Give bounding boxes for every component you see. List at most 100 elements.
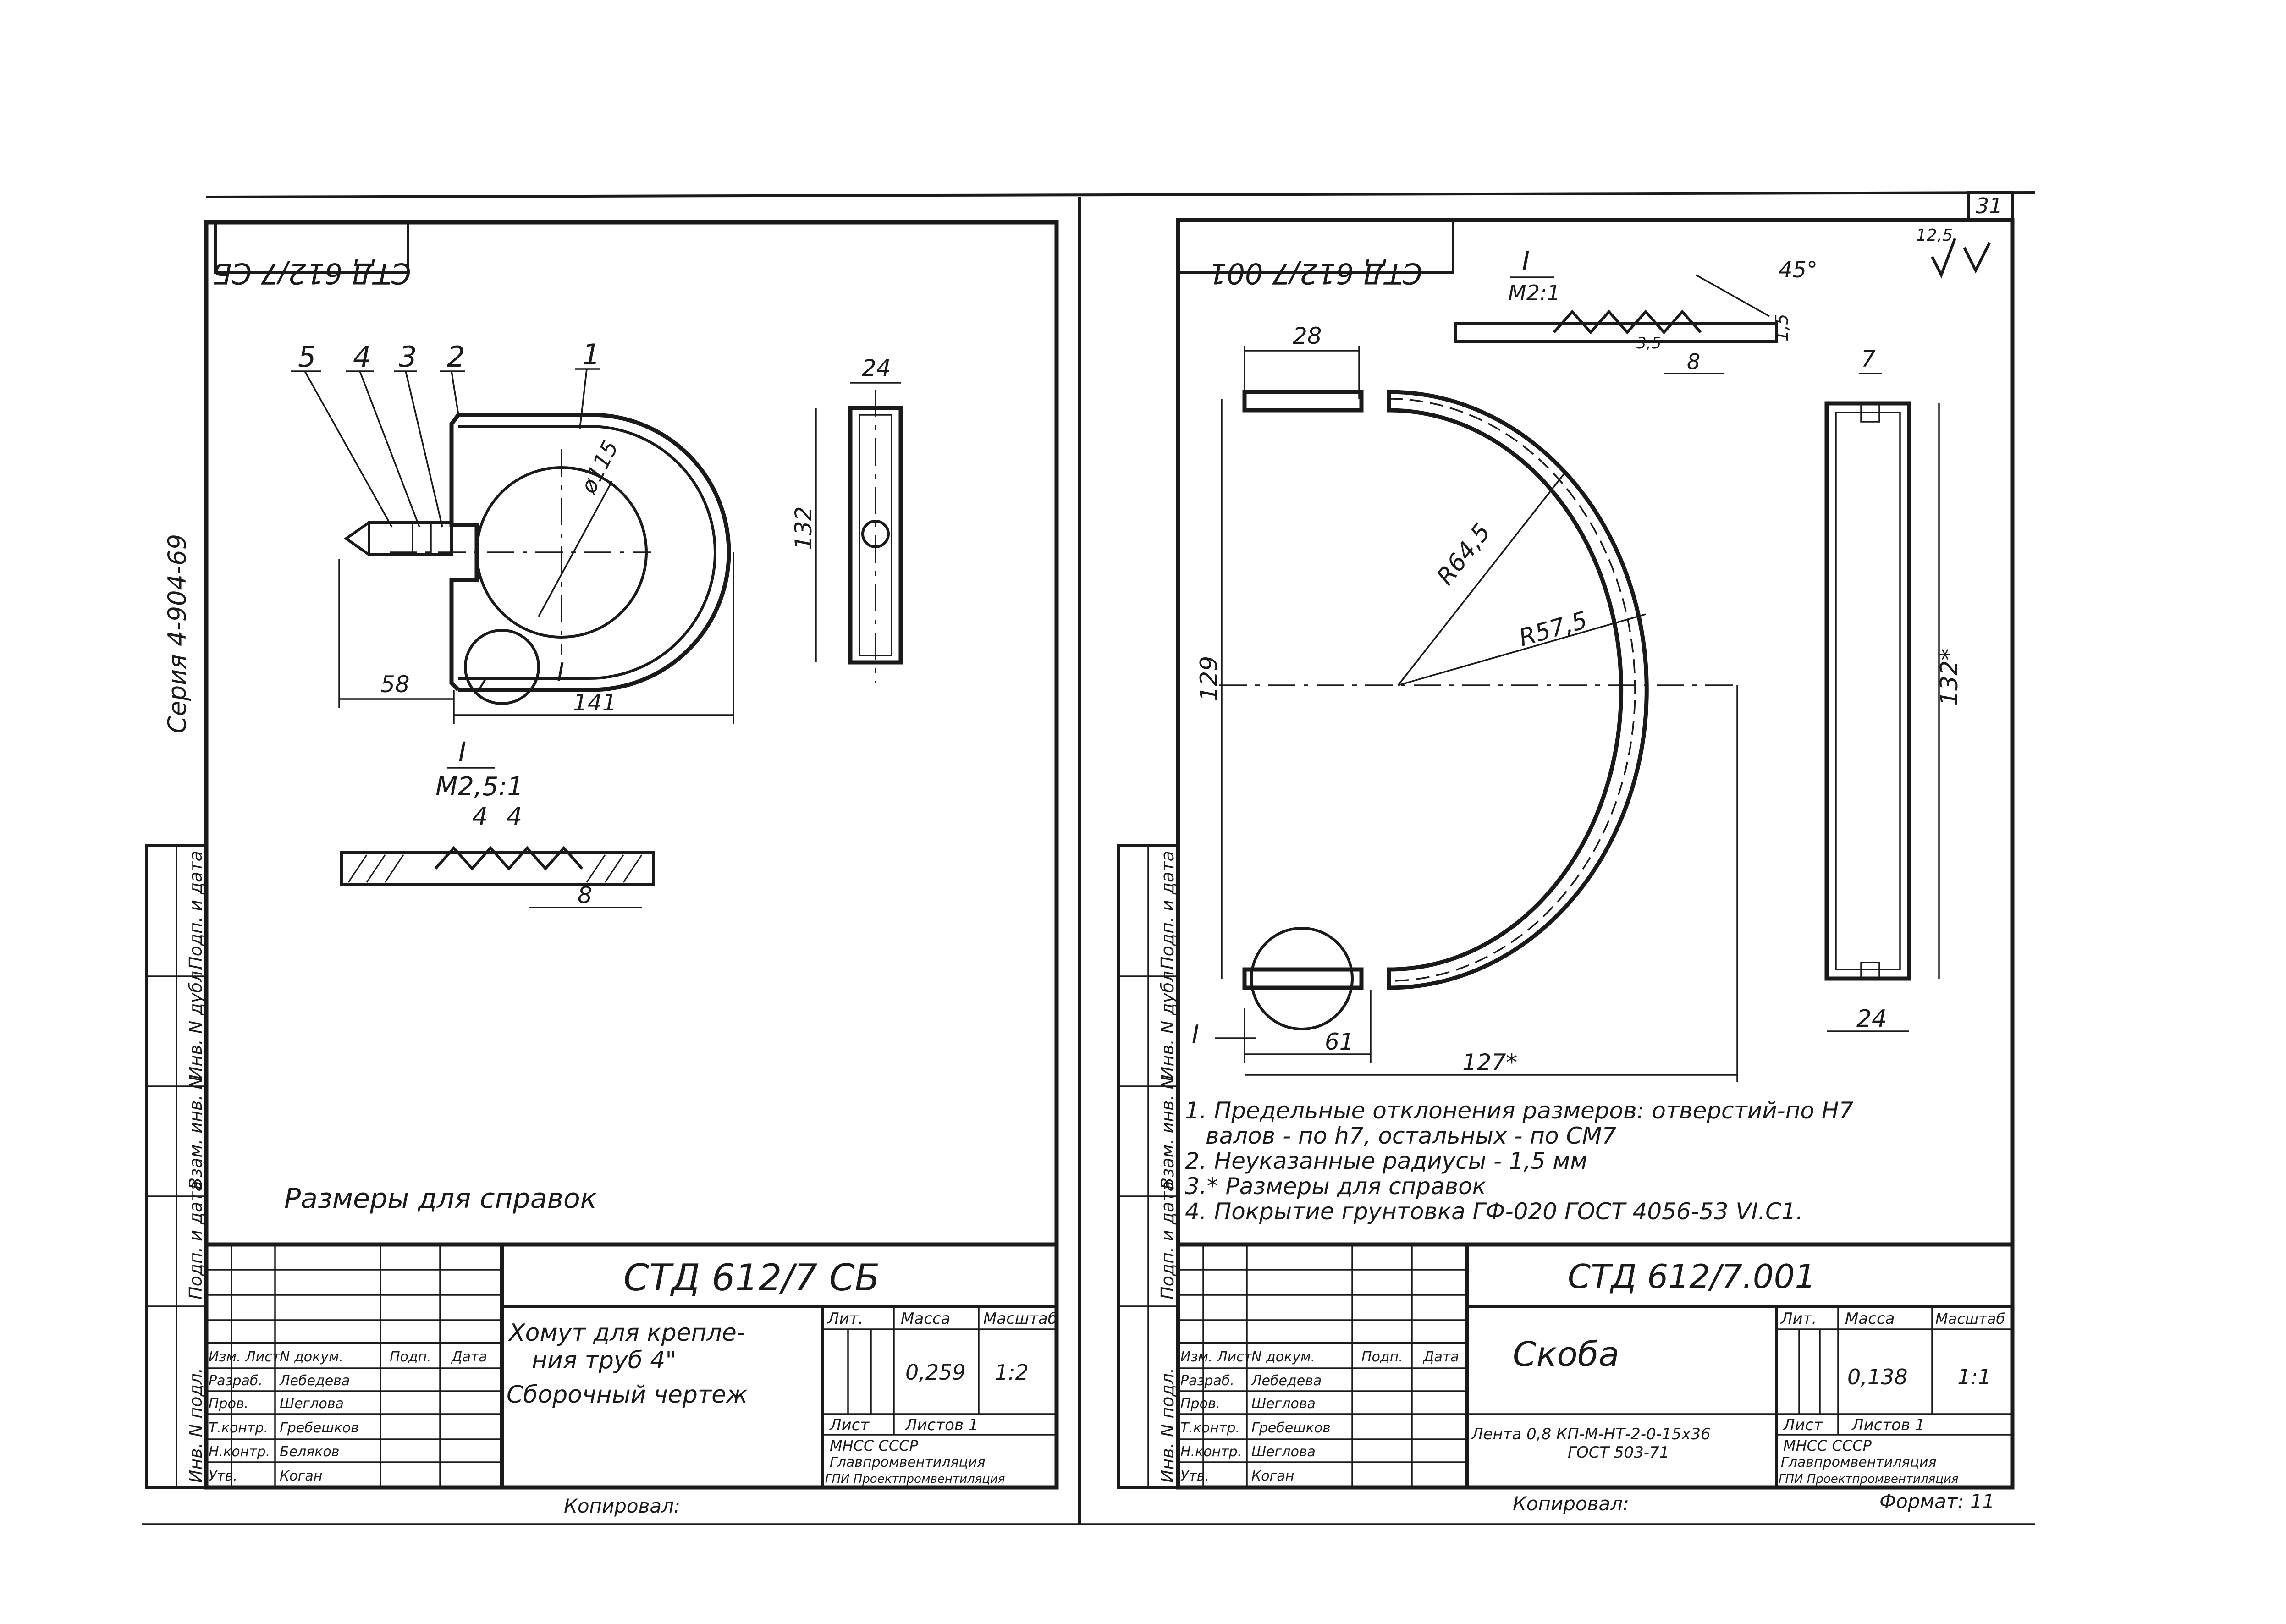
right-mirrored-code: СТД 612/7 001 (1209, 257, 1422, 290)
right-sign-header-sign: Подп. (1361, 1349, 1403, 1365)
stamp-label-4: Подп. и дата (186, 1181, 206, 1299)
left-mass-header: Масса (901, 1310, 950, 1328)
roughness-value: 12,5 (1916, 226, 1953, 245)
right-title-block: Изм. Лист Разраб. Пров. Т.контр. Н.контр… (1176, 1242, 2015, 1490)
note-3: 2. Неуказанные радиусы - 1,5 мм (1185, 1148, 1587, 1174)
detail-d3: 8 (578, 882, 592, 908)
left-side-stamp: Подп. и дата Инв. N дубл. Взам. инв. N П… (145, 844, 208, 1489)
left-org-3: ГПИ Проектпромвентиляция (825, 1472, 1005, 1486)
right-detail-scale: М2:1 (1508, 281, 1560, 305)
right-copied-label: Копировал: (1513, 1492, 1629, 1515)
right-title: Скоба (1513, 1335, 1619, 1374)
note-1: 1. Предельные отклонения размеров: отвер… (1185, 1097, 1853, 1124)
right-dim-angle: 45° (1779, 257, 1818, 283)
right-detail-label: I (1192, 1020, 1199, 1049)
left-mirrored-code: СТД 612/7 СБ (212, 257, 411, 290)
detail-title: I (458, 736, 466, 767)
right-sign-row-4: Н.контр. (1180, 1444, 1242, 1460)
right-detail-circle (1250, 927, 1354, 1030)
dim-24: 24 (862, 355, 891, 381)
right-dim-r645: R64,5 (1432, 518, 1496, 590)
callout-3: 3 (399, 340, 417, 374)
right-material-2: ГОСТ 503-71 (1568, 1443, 1669, 1462)
right-org-1: МНСС СССР (1783, 1437, 1872, 1454)
callout-4: 4 (353, 340, 371, 374)
left-detail-section: I М2,5:1 4 4 8 (340, 736, 655, 908)
left-sign-row-2: Пров. (209, 1396, 248, 1412)
bolt (368, 521, 453, 556)
left-sign-row-1: Разраб. (209, 1373, 263, 1389)
right-scale-header: Масштаб (1935, 1310, 2005, 1327)
right-stamp-label-5: Инв. N подл. (1157, 1368, 1178, 1483)
series-label: Серия 4-904-69 (163, 534, 192, 733)
left-scale-header: Масштаб (983, 1310, 1058, 1328)
left-mass-value: 0,259 (905, 1360, 966, 1385)
left-sign-name-1: Лебедева (279, 1373, 350, 1389)
right-dim-28: 28 (1293, 323, 1322, 349)
left-sign-name-0: N докум. (280, 1349, 343, 1365)
page-number: 31 (1976, 193, 2003, 218)
left-title-1: Хомут для крепле- (507, 1319, 745, 1347)
right-sign-row-2: Пров. (1180, 1396, 1220, 1412)
dim-7: 7 (474, 672, 488, 697)
right-material-1: Лента 0,8 КП-М-НТ-2-0-15х36 (1471, 1425, 1711, 1443)
right-drawing-code: СТД 612/7.001 (1568, 1257, 1816, 1296)
right-sign-row-5: Утв. (1180, 1468, 1209, 1484)
right-dim-8: 8 (1687, 349, 1700, 374)
left-sign-name-2: Шеглова (280, 1396, 344, 1412)
dim-58: 58 (380, 671, 410, 698)
right-stamp-label-2: Инв. N дубл. (1157, 965, 1178, 1079)
clamp-side-view: 24 132 (790, 355, 903, 683)
right-dim-r575: R57,5 (1516, 606, 1591, 652)
left-title-block: Изм. Лист Разраб. Пров. Т.контр. Н.контр… (204, 1242, 1059, 1490)
right-sheets-label: Листов 1 (1851, 1416, 1925, 1434)
clamp-assembly-view: 5 4 3 2 1 ø115 58 7 141 I (291, 338, 734, 724)
stamp-label-2: Инв. N дубл. (186, 965, 206, 1079)
right-sign-name-4: Шеглова (1251, 1444, 1316, 1460)
bracket-side-view: 132* 7 24 (1824, 346, 1963, 1033)
detail-circle (464, 629, 540, 705)
left-lit-header: Лит. (826, 1310, 863, 1328)
left-copied-label: Копировал: (564, 1495, 680, 1517)
right-lit-header: Лит. (1780, 1310, 1817, 1328)
left-sheet: СТД 612/7 СБ Подп. и дата Инв. N дубл. В… (145, 220, 1059, 1517)
right-stamp-label-3: Взам. инв. N (1157, 1076, 1178, 1189)
right-stamp-label-1: Подп. и дата (1157, 851, 1178, 969)
right-sign-row-3: Т.контр. (1180, 1420, 1240, 1436)
stamp-label-5: Инв. N подл. (186, 1368, 206, 1483)
right-sheet: 31 12,5 СТД 612/7 001 Подп. и дата Инв. … (1117, 191, 2015, 1515)
right-dim-7: 7 (1861, 346, 1876, 372)
detail-scale: М2,5:1 (435, 772, 523, 802)
right-dim-129: 129 (1195, 656, 1223, 701)
left-code-box (214, 221, 409, 274)
right-detail-title: I (1522, 246, 1530, 277)
left-sign-row-0: Изм. Лист (209, 1349, 281, 1365)
dim-132: 132 (790, 506, 817, 550)
stamp-label-3: Взам. инв. N (186, 1076, 206, 1189)
right-sign-name-5: Коган (1251, 1468, 1294, 1484)
right-sign-name-3: Гребешков (1251, 1420, 1331, 1436)
note-4: 3.* Размеры для справок (1185, 1173, 1486, 1200)
left-drawing-code: СТД 612/7 СБ (623, 1256, 880, 1299)
callout-2: 2 (447, 340, 465, 374)
right-sign-name-0: N докум. (1251, 1349, 1315, 1365)
left-org-1: МНСС СССР (830, 1437, 919, 1454)
bracket-main-view: 28 R64,5 R57,5 129 I 61 127* (1192, 323, 1738, 1082)
right-stamp-label-4: Подп. и дата (1157, 1181, 1178, 1299)
right-code-box (1177, 219, 1454, 274)
top-frame-line (206, 191, 2036, 198)
right-dim-61: 61 (1325, 1029, 1354, 1055)
right-mass-header: Масса (1845, 1310, 1895, 1328)
left-title-2: ния труб 4" (532, 1347, 676, 1374)
roughness-symbol (1931, 237, 1991, 279)
right-org-2: Главпромвентиляция (1781, 1454, 1937, 1470)
left-sign-header-sign: Подп. (390, 1349, 431, 1365)
right-sign-row-0: Изм. Лист (1180, 1349, 1253, 1365)
right-org-3: ГПИ Проектпромвентиляция (1779, 1472, 1958, 1486)
left-sign-name-5: Коган (280, 1468, 322, 1484)
left-sheet-label: Лист (829, 1416, 870, 1434)
right-scale-value: 1:1 (1957, 1365, 1991, 1389)
page-number-box (1967, 191, 2014, 221)
right-dim-127: 127* (1462, 1049, 1517, 1076)
right-sign-name-2: Шеглова (1251, 1396, 1316, 1412)
